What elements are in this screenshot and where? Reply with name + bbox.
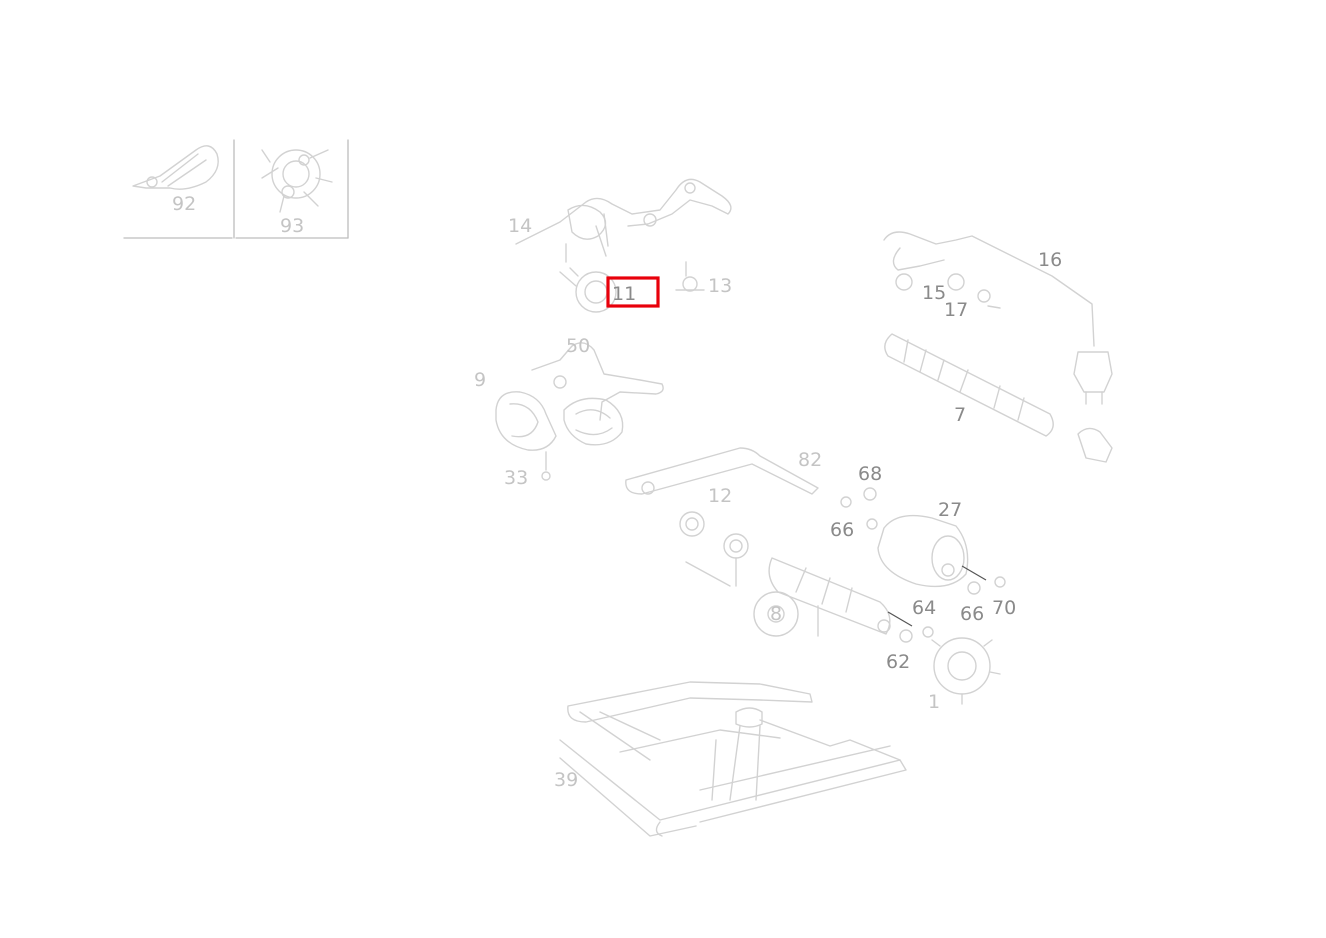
clutch-pedal-assembly-drawing[interactable] bbox=[495, 342, 664, 481]
inset-panel: 92 93 bbox=[123, 139, 349, 239]
lever-assembly-drawing[interactable] bbox=[515, 178, 732, 313]
pedal-frame-drawing[interactable] bbox=[559, 681, 907, 837]
callout-8[interactable]: 8 bbox=[770, 603, 782, 625]
inset-part-93-drawing[interactable] bbox=[261, 149, 333, 213]
callout-70[interactable]: 70 bbox=[992, 597, 1016, 619]
callout-12[interactable]: 12 bbox=[708, 485, 732, 507]
callout-14[interactable]: 14 bbox=[508, 215, 532, 237]
callout-1[interactable]: 1 bbox=[928, 691, 940, 713]
callout-66b[interactable]: 66 bbox=[960, 603, 984, 625]
master-cylinder-assembly-drawing[interactable] bbox=[625, 447, 1006, 705]
callout-13[interactable]: 13 bbox=[708, 275, 732, 297]
callout-33[interactable]: 33 bbox=[504, 467, 528, 489]
callout-7[interactable]: 7 bbox=[954, 404, 966, 426]
inset-label-92[interactable]: 92 bbox=[172, 193, 196, 215]
callout-82[interactable]: 82 bbox=[798, 449, 822, 471]
callout-17[interactable]: 17 bbox=[944, 299, 968, 321]
callout-66a[interactable]: 66 bbox=[830, 519, 854, 541]
callout-27[interactable]: 27 bbox=[938, 499, 962, 521]
callout-39[interactable]: 39 bbox=[554, 769, 578, 791]
callout-15[interactable]: 15 bbox=[922, 282, 946, 304]
highlight-box-11 bbox=[606, 276, 660, 308]
callout-16[interactable]: 16 bbox=[1038, 249, 1062, 271]
inset-part-92-drawing[interactable] bbox=[132, 145, 219, 190]
callout-11[interactable]: 11 bbox=[612, 283, 636, 305]
callout-50[interactable]: 50 bbox=[566, 335, 590, 357]
callout-9[interactable]: 9 bbox=[474, 369, 486, 391]
cable-and-shaft-drawing[interactable] bbox=[883, 231, 1113, 463]
callout-64[interactable]: 64 bbox=[912, 597, 936, 619]
callout-62[interactable]: 62 bbox=[886, 651, 910, 673]
callout-68[interactable]: 68 bbox=[858, 463, 882, 485]
inset-label-93[interactable]: 93 bbox=[280, 215, 304, 237]
